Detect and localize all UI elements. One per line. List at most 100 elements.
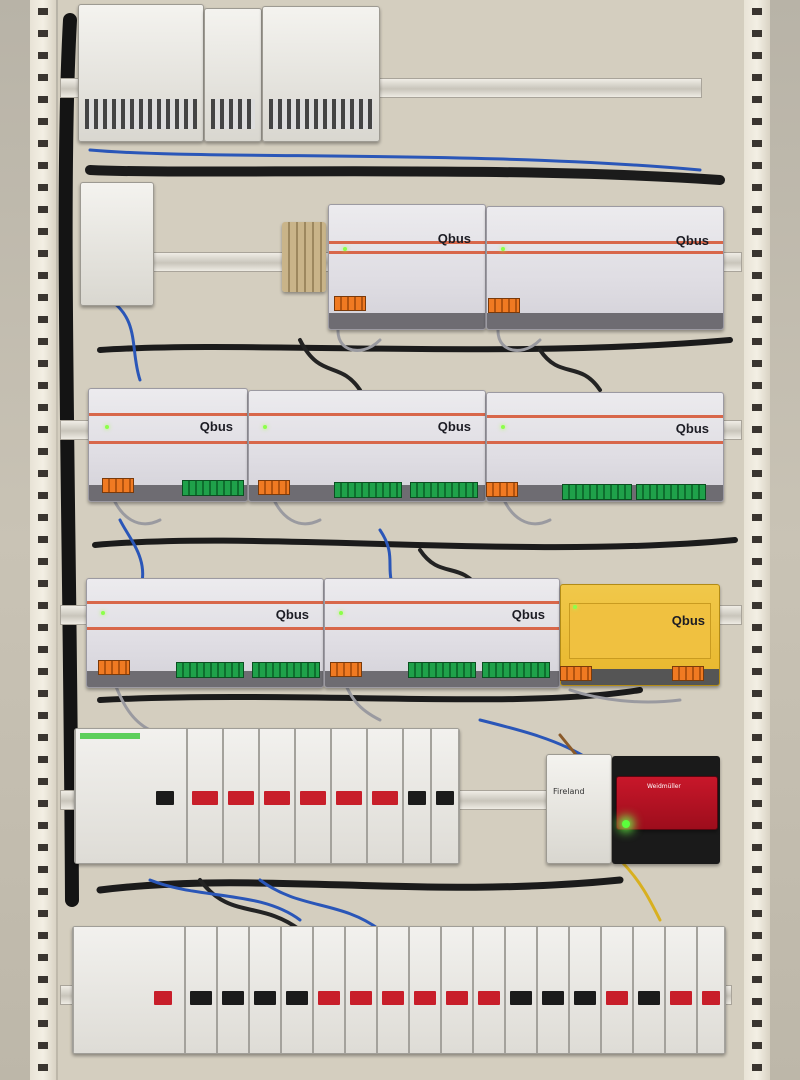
status-led xyxy=(343,247,347,251)
status-led xyxy=(501,247,505,251)
mcb xyxy=(409,927,441,1053)
status-led xyxy=(501,425,505,429)
breaker-toggle xyxy=(190,991,212,1005)
breaker-row-6 xyxy=(72,926,726,1054)
module-band xyxy=(325,601,559,604)
breaker-toggle xyxy=(670,991,692,1005)
psu-brand-label: Weidmüller xyxy=(647,783,681,790)
mcb xyxy=(633,927,665,1053)
module-band xyxy=(487,415,723,418)
mcb xyxy=(665,927,697,1053)
status-led xyxy=(573,605,577,609)
breaker-toggle xyxy=(446,991,468,1005)
vent-slots xyxy=(85,99,197,129)
mcb xyxy=(537,927,569,1053)
mcb xyxy=(367,729,403,863)
module-band xyxy=(329,241,485,244)
rcd-breaker xyxy=(73,927,185,1053)
power-supply-2 xyxy=(204,8,262,142)
orange-connector xyxy=(334,296,366,311)
status-led xyxy=(339,611,343,615)
breaker-toggle xyxy=(318,991,340,1005)
qbus-module-row2-b: Qbus xyxy=(486,206,724,330)
controller-face xyxy=(569,603,711,659)
mcb xyxy=(331,729,367,863)
bottom-terminal-row xyxy=(329,313,485,329)
mcb xyxy=(403,729,431,863)
green-connector xyxy=(182,480,244,496)
rail-holes xyxy=(38,8,48,1072)
green-connector xyxy=(408,662,476,678)
breaker-toggle xyxy=(192,791,218,805)
green-connector xyxy=(252,662,320,678)
rail-holes xyxy=(752,8,762,1072)
mcb xyxy=(313,927,345,1053)
red-psu-cover: Weidmüller xyxy=(616,776,718,830)
module-band xyxy=(487,251,723,254)
qbus-module-row3-c: Qbus xyxy=(486,392,724,502)
qbus-logo: Qbus xyxy=(671,613,705,628)
mcb xyxy=(187,729,223,863)
module-band xyxy=(87,601,323,604)
mcb xyxy=(223,729,259,863)
green-connector xyxy=(410,482,478,498)
green-connector xyxy=(482,662,550,678)
mcb xyxy=(441,927,473,1053)
module-band xyxy=(89,413,247,416)
breaker-toggle xyxy=(264,791,290,805)
power-supply-1 xyxy=(78,4,204,142)
breaker-toggle xyxy=(510,991,532,1005)
yellow-green-wire xyxy=(618,858,662,922)
orange-connector xyxy=(102,478,134,493)
qbus-logo: Qbus xyxy=(275,607,309,622)
mcb xyxy=(217,927,249,1053)
breaker-toggle xyxy=(408,791,426,805)
orange-connector xyxy=(258,480,290,495)
surge-protector xyxy=(80,182,154,306)
mcb xyxy=(377,927,409,1053)
mcb xyxy=(281,927,313,1053)
green-connector xyxy=(334,482,402,498)
breaker-toggle xyxy=(542,991,564,1005)
din-power-supply: Weidmüller xyxy=(612,756,720,864)
breaker-toggle xyxy=(350,991,372,1005)
terminal-block-group xyxy=(282,222,326,292)
mcb xyxy=(431,729,459,863)
mcb xyxy=(345,927,377,1053)
module-band xyxy=(325,627,559,630)
breaker-toggle xyxy=(372,791,398,805)
breaker-toggle xyxy=(156,791,174,805)
qbus-logo: Qbus xyxy=(437,419,471,434)
breaker-toggle xyxy=(286,991,308,1005)
power-supply-3 xyxy=(262,6,380,142)
breaker-toggle xyxy=(382,991,404,1005)
qbus-module-row2-a: Qbus xyxy=(328,204,486,330)
breaker-toggle xyxy=(702,991,720,1005)
module-band xyxy=(89,441,247,444)
power-led xyxy=(622,820,630,828)
blue-wires xyxy=(88,148,702,932)
bottom-terminal-row xyxy=(487,313,723,329)
mcb xyxy=(185,927,217,1053)
mcb xyxy=(505,927,537,1053)
breaker-toggle xyxy=(222,991,244,1005)
mcb xyxy=(569,927,601,1053)
status-led xyxy=(263,425,267,429)
green-connector xyxy=(562,484,632,500)
breaker-indicator xyxy=(80,733,140,739)
breaker-toggle xyxy=(436,791,454,805)
breaker-toggle xyxy=(478,991,500,1005)
module-band xyxy=(249,413,485,416)
mcb xyxy=(473,927,505,1053)
orange-connector xyxy=(98,660,130,675)
green-connector xyxy=(636,484,706,500)
right-mounting-rail xyxy=(744,0,770,1080)
mcb xyxy=(259,729,295,863)
mcb xyxy=(697,927,725,1053)
breaker-toggle xyxy=(300,791,326,805)
module-band xyxy=(487,441,723,444)
orange-connector xyxy=(330,662,362,677)
breaker-toggle xyxy=(574,991,596,1005)
breaker-toggle xyxy=(638,991,660,1005)
